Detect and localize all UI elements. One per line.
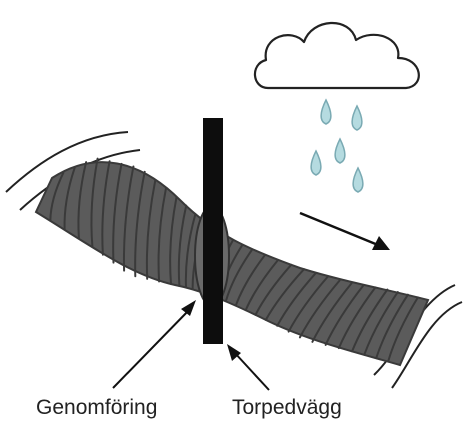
hose-ridge	[63, 166, 76, 231]
hose-ridge	[112, 162, 123, 264]
hose-ridge	[122, 165, 135, 272]
grommet-leader-arrow	[112, 300, 196, 389]
hose-ridge	[244, 259, 279, 312]
hose-ridge	[298, 279, 341, 339]
hose-ridge	[145, 179, 157, 280]
hose-ridge	[169, 196, 178, 286]
firewall-wall	[203, 118, 223, 344]
hose-ridge	[276, 271, 317, 327]
hose-ridge	[177, 204, 188, 287]
raindrop-icon	[352, 166, 364, 193]
hose-ridge	[101, 160, 111, 256]
hose-ridge	[49, 171, 65, 222]
corrugated-hose	[34, 157, 430, 367]
firewall-label: Torpedvägg	[232, 396, 342, 419]
hose-ridge	[351, 288, 389, 353]
hose-ridge	[337, 286, 377, 350]
hose-ridge	[363, 291, 399, 356]
cloud-icon	[253, 21, 420, 90]
raindrop-icon	[351, 104, 363, 131]
grommet-label: Genomföring	[36, 396, 158, 419]
hose-ridge	[90, 157, 99, 248]
hose-ridge	[375, 293, 409, 360]
flow-arrow-icon	[299, 211, 390, 250]
firewall-leader-arrow	[227, 344, 270, 391]
hose-ridge	[254, 263, 293, 316]
hose-ridge	[287, 275, 329, 333]
raindrop-icon	[320, 98, 332, 125]
hose-ridge	[234, 254, 266, 307]
hose-ridge	[77, 161, 88, 240]
raindrops	[310, 98, 364, 193]
raindrop-icon	[310, 149, 322, 176]
hose-ridge	[184, 213, 197, 289]
hose-ridge	[157, 187, 167, 283]
hose-ridge	[134, 170, 146, 278]
hose-ridge	[324, 284, 365, 346]
raindrop-icon	[334, 137, 346, 164]
hose-ridge	[264, 268, 305, 321]
hose-ridge	[387, 296, 419, 363]
hose-ridge	[225, 249, 253, 302]
hose-ridge	[311, 282, 353, 343]
